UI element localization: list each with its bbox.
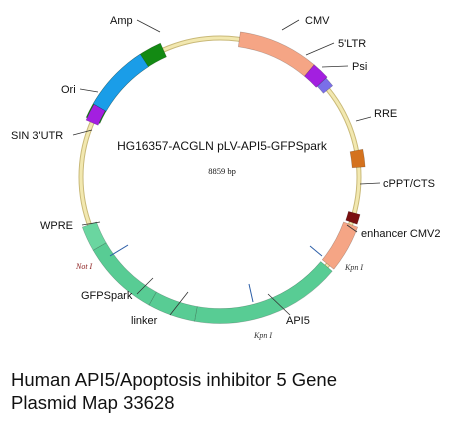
segment-cppt [345, 211, 361, 225]
label-kpn1-a: Kpn I [344, 263, 363, 272]
segment-api5 [194, 261, 333, 324]
label-not1: Not I [75, 262, 93, 271]
label-gfpspark: GFPSpark [81, 290, 133, 302]
caption-line-2: Plasmid Map 33628 [11, 392, 175, 413]
segment-cmv [237, 31, 315, 77]
caption: Human API5/Apoptosis inhibitor 5 Gene Pl… [11, 368, 451, 414]
segment-5ltr [304, 64, 328, 88]
segment-wpre [81, 221, 107, 251]
label-cmv: CMV [305, 15, 330, 27]
label-5ltr: 5'LTR [338, 38, 366, 50]
segment-enhancer-cmv2 [321, 221, 359, 270]
segment-gfpspark [92, 242, 157, 306]
feature-segments [81, 31, 366, 324]
site-ticks [109, 244, 323, 303]
label-psi: Psi [352, 61, 367, 73]
label-kpn1-b: Kpn I [253, 331, 272, 340]
plasmid-name: HG16357-ACGLN pLV-API5-GFPSpark [117, 139, 328, 153]
kpn1-a-tick [309, 245, 323, 257]
label-sin3utr: SIN 3'UTR [11, 130, 63, 142]
caption-line-1: Human API5/Apoptosis inhibitor 5 Gene [11, 369, 337, 390]
label-wpre: WPRE [40, 220, 73, 232]
segment-linker [148, 291, 198, 322]
label-cppt: cPPT/CTS [383, 178, 435, 190]
label-rre: RRE [374, 108, 397, 120]
label-api5: API5 [286, 315, 310, 327]
label-enhancer-cmv2: enhancer CMV2 [361, 228, 441, 240]
segment-rre [349, 148, 366, 169]
not1-tick [109, 244, 129, 257]
segment-psi [316, 77, 334, 94]
plasmid-size: 8859 bp [208, 166, 236, 176]
label-leaders [72, 19, 381, 316]
label-linker: linker [131, 315, 158, 327]
label-amp: Amp [110, 15, 133, 27]
segment-ori [92, 53, 149, 112]
label-ori: Ori [61, 84, 76, 96]
kpn1-b-tick [248, 283, 254, 303]
